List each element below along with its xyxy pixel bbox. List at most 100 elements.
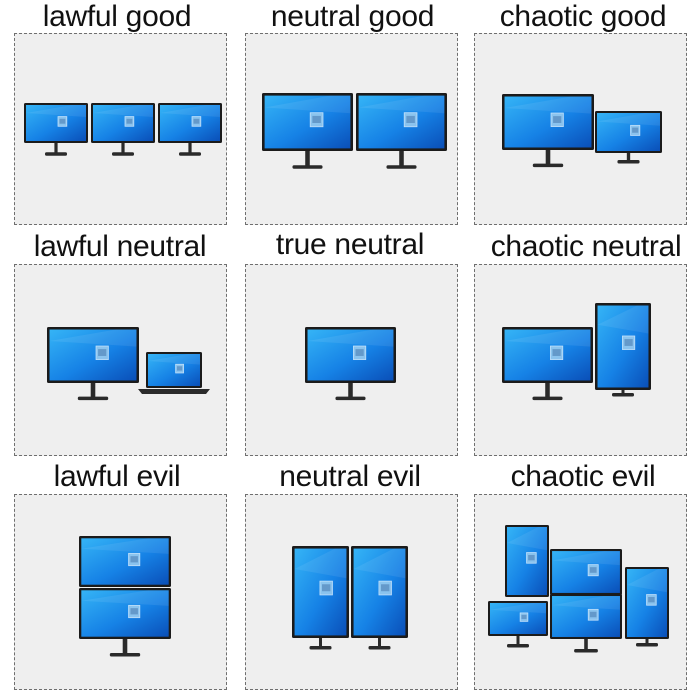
stand-base (368, 646, 391, 650)
stand-neck (121, 143, 125, 155)
screen-wallpaper (597, 113, 660, 151)
recycle-bin-icon (191, 116, 202, 127)
laptop-base (138, 389, 210, 394)
monitor-center (91, 103, 155, 156)
stand-neck (399, 151, 404, 168)
cell-title-lawful-evil: lawful evil (53, 460, 181, 493)
stand-base (112, 152, 134, 156)
recycle-bin-icon (124, 116, 135, 127)
monitor-top-middle (550, 549, 622, 595)
stand-base (386, 165, 417, 169)
stand-base (335, 396, 366, 401)
screen-wallpaper (358, 95, 445, 149)
stand-base (612, 393, 634, 397)
recycle-bin-icon (378, 580, 392, 596)
monitor-portrait-left (292, 546, 349, 650)
stand-neck (348, 383, 353, 399)
stand-neck (319, 638, 322, 648)
stand-base (507, 644, 529, 648)
recycle-bin-icon (622, 335, 636, 350)
stand-neck (378, 638, 381, 648)
screen-wallpaper (160, 105, 220, 141)
monitor-top (79, 536, 171, 587)
screen-wallpaper (26, 105, 86, 141)
stand-base (532, 396, 563, 401)
stand-base (532, 163, 564, 168)
recycle-bin-icon (519, 612, 529, 622)
monitor-bottom (79, 588, 171, 657)
cell-title-neutral-good: neutral good (270, 0, 435, 33)
screen-wallpaper (552, 551, 620, 593)
stand-neck (122, 639, 128, 655)
monitor-portrait-right (625, 567, 669, 647)
laptop (138, 352, 210, 394)
monitor (47, 327, 139, 401)
stand-neck (645, 639, 649, 645)
stand-base (636, 643, 658, 647)
stand-base (574, 649, 598, 653)
stand-base (292, 165, 323, 169)
monitor-portrait (595, 303, 651, 397)
stand-neck (188, 143, 192, 155)
monitor-small (595, 111, 662, 164)
cell-title-lawful-good: lawful good (42, 0, 192, 33)
monitor-large (502, 94, 594, 168)
stand-neck (90, 383, 96, 399)
recycle-bin-icon (403, 112, 418, 128)
monitor-portrait-right (351, 546, 408, 650)
stand-base (617, 160, 640, 164)
monitor-landscape (502, 327, 593, 401)
stand-base (109, 653, 141, 657)
screen-wallpaper (504, 329, 591, 381)
recycle-bin-icon (175, 363, 184, 374)
monitor-left (24, 103, 88, 156)
recycle-bin-icon (128, 604, 141, 619)
recycle-bin-icon (630, 124, 641, 136)
stand-base (45, 152, 67, 156)
monitor (305, 327, 396, 401)
screen-wallpaper (49, 329, 137, 381)
recycle-bin-icon (526, 552, 537, 564)
recycle-bin-icon (309, 112, 324, 128)
stand-neck (626, 153, 631, 162)
cell-title-true-neutral: true neutral (275, 228, 425, 261)
stand-neck (305, 151, 310, 168)
cell-title-chaotic-good: chaotic good (499, 0, 667, 33)
stand-neck (621, 390, 625, 395)
monitor-right (158, 103, 222, 156)
stand-neck (584, 639, 588, 651)
recycle-bin-icon (95, 345, 109, 360)
stand-base (309, 646, 332, 650)
screen-wallpaper (504, 96, 592, 148)
screen-wallpaper (81, 590, 169, 637)
recycle-bin-icon (319, 580, 333, 596)
recycle-bin-icon (128, 552, 141, 567)
screen-wallpaper (148, 354, 200, 386)
stand-neck (545, 150, 551, 166)
stand-base (77, 396, 109, 401)
recycle-bin-icon (550, 345, 564, 360)
stand-neck (516, 636, 520, 646)
screen-wallpaper (93, 105, 153, 141)
monitor-small-left (488, 601, 548, 648)
monitor-left (262, 93, 353, 169)
stand-base (179, 152, 201, 156)
recycle-bin-icon (646, 594, 657, 606)
monitor-bottom-middle (550, 594, 622, 653)
cell-title-lawful-neutral: lawful neutral (33, 230, 207, 263)
cell-title-chaotic-neutral: chaotic neutral (490, 230, 682, 263)
screen-wallpaper (490, 603, 546, 634)
stand-neck (54, 143, 58, 155)
recycle-bin-icon (550, 112, 564, 127)
screen-wallpaper (552, 596, 620, 637)
recycle-bin-icon (353, 345, 367, 360)
recycle-bin-icon (57, 116, 68, 127)
screen-wallpaper (81, 538, 169, 585)
recycle-bin-icon (587, 608, 599, 621)
recycle-bin-icon (587, 564, 599, 577)
cell-title-chaotic-evil: chaotic evil (510, 460, 656, 493)
screen-wallpaper (264, 95, 351, 149)
stand-neck (545, 383, 550, 399)
monitor-portrait-tall (505, 525, 549, 597)
